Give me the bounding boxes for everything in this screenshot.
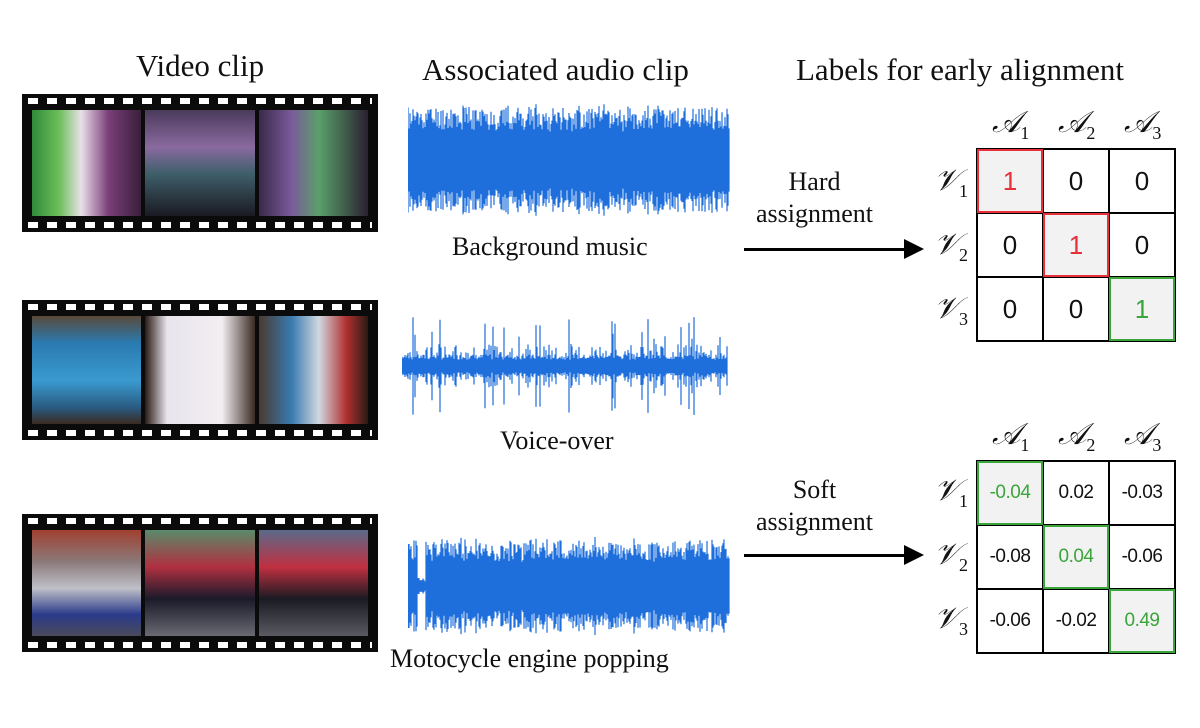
- soft-cell: -0.03: [1108, 460, 1176, 526]
- labels-header: Labels for early alignment: [796, 52, 1124, 87]
- video-frame: [145, 316, 255, 424]
- soft-cell: -0.06: [976, 588, 1044, 654]
- waveform-path: [402, 317, 728, 415]
- film-strip-3: [22, 514, 378, 652]
- audio-caption-1: Background music: [452, 232, 648, 261]
- audio-clip-header: Associated audio clip: [422, 52, 689, 87]
- soft-assignment-arrow: [744, 545, 924, 565]
- hard-assignment-arrow: [744, 239, 924, 259]
- hard-row-header-2: 𝒱2: [934, 228, 968, 265]
- video-frame: [32, 110, 142, 216]
- hard-cell: 0: [976, 276, 1044, 342]
- soft-cell: 0.02: [1042, 460, 1110, 526]
- hard-col-header-1: 𝒜1: [992, 106, 1030, 143]
- hard-cell: 1: [1042, 212, 1110, 278]
- soft-col-header-2: 𝒜2: [1058, 418, 1096, 455]
- waveform-background-music: [408, 104, 730, 216]
- waveform-voice-over: [402, 317, 728, 415]
- waveform-path: [408, 104, 730, 216]
- soft-cell: 0.49: [1108, 588, 1176, 654]
- soft-row-header-2: 𝒱2: [934, 538, 968, 575]
- waveform-path: [408, 537, 730, 635]
- audio-caption-2: Voice-over: [500, 426, 614, 455]
- film-strip-2: [22, 300, 378, 440]
- video-clip-header: Video clip: [136, 48, 265, 83]
- video-frame: [145, 110, 255, 216]
- hard-row-header-1: 𝒱1: [934, 164, 968, 201]
- soft-row-header-1: 𝒱1: [934, 474, 968, 511]
- soft-cell: -0.08: [976, 524, 1044, 590]
- hard-cell: 0: [1108, 148, 1176, 214]
- soft-cell: -0.04: [976, 460, 1044, 526]
- soft-row-header-3: 𝒱3: [934, 602, 968, 639]
- hard-cell: 1: [976, 148, 1044, 214]
- video-frame: [258, 316, 368, 424]
- hard-assignment-matrix: 1 0 0 0 1 0 0 0 1: [976, 148, 1176, 342]
- hard-cell: 0: [1042, 148, 1110, 214]
- soft-cell: -0.02: [1042, 588, 1110, 654]
- soft-cell: 0.04: [1042, 524, 1110, 590]
- hard-cell: 0: [976, 212, 1044, 278]
- audio-caption-3: Motocycle engine popping: [390, 644, 669, 673]
- video-frame: [32, 530, 142, 636]
- soft-assignment-matrix: -0.04 0.02 -0.03 -0.08 0.04 -0.06 -0.06 …: [976, 460, 1176, 654]
- waveform-motorcycle: [408, 537, 730, 635]
- video-frame: [32, 316, 142, 424]
- soft-cell: -0.06: [1108, 524, 1176, 590]
- hard-col-header-3: 𝒜3: [1124, 106, 1162, 143]
- video-frame: [258, 110, 368, 216]
- soft-col-header-1: 𝒜1: [992, 418, 1030, 455]
- video-frame: [145, 530, 255, 636]
- video-frame: [258, 530, 368, 636]
- hard-cell: 1: [1108, 276, 1176, 342]
- hard-cell: 0: [1108, 212, 1176, 278]
- soft-col-header-3: 𝒜3: [1124, 418, 1162, 455]
- hard-cell: 0: [1042, 276, 1110, 342]
- film-strip-1: [22, 94, 378, 232]
- hard-col-header-2: 𝒜2: [1058, 106, 1096, 143]
- hard-row-header-3: 𝒱3: [934, 292, 968, 329]
